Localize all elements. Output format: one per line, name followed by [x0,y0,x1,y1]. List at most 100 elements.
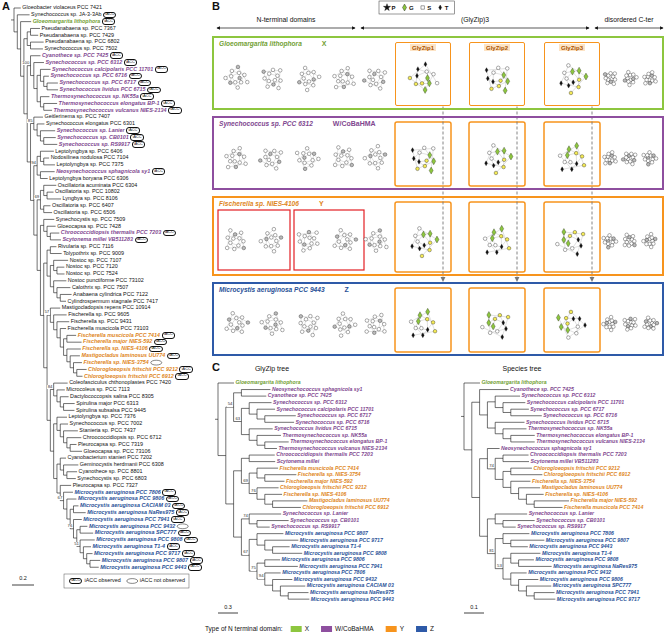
residue [567,64,571,68]
taxon-label: Nodosilinea nodulosa PCC 7104 [51,155,129,160]
residue [315,231,319,235]
taxon-label: Cylindrospermum stagnale PCC 7417 [68,299,159,304]
residue-g [565,152,569,159]
residue [633,239,637,243]
helical-wheel [560,64,588,95]
taxon-label: Microcystis aeruginosa PCC 9808 [304,551,387,556]
residue [312,70,316,74]
taxon-label: Microcystis aeruginosa PCC 9443 [311,597,394,602]
taxon-label: Synechocystis sp. PCC 7509 [56,217,126,222]
iacc-badge: iACC [149,346,162,353]
residue [299,321,303,325]
residue [314,326,318,330]
taxon-label: Microcystis aeruginosa NaRes975 [87,510,174,515]
helical-wheel [623,317,637,331]
taxon-label: Synechococcus lividus PCC 6715 [526,420,609,425]
residue [409,320,413,324]
taxon-label: Gloeomargarita lithophora [481,380,546,385]
legend-swatch [386,626,397,632]
legend-label: iACC observed [84,578,120,583]
taxon-label: Nostoc sp. PCC 7524 [66,271,118,276]
residue [275,239,279,243]
panel-letter: B [212,1,220,12]
residue-g [559,323,563,330]
iacc-badge: iACC [126,127,139,134]
residue [632,321,636,325]
residue [490,87,494,91]
residue [312,78,316,82]
residue [350,163,354,167]
taxon-label: Spirulina major PCC 6313 [76,401,138,406]
residue [309,314,313,318]
taxon-label: Synechococcus sp. PCC 6312 [273,400,347,405]
helical-wheel [603,71,616,85]
taxon-label: Fischerella sp. NIES-4106 [284,492,347,497]
residue [316,316,320,320]
residue-g [429,167,433,174]
residue [279,151,283,155]
residue [372,331,376,335]
taxon-label: Fischerella muscicola PCC 7414 [564,505,643,510]
iacc-badge: iACC [184,537,197,544]
iacc-badge: iACC [178,530,191,537]
residue [648,81,652,85]
residue [340,154,344,158]
residue [303,234,307,238]
residue [239,231,243,235]
iacc-badge: iACC [176,509,189,516]
residue [335,235,339,239]
taxon-label: Synechococcus sp. RS9917 [271,524,340,529]
residue [310,164,314,168]
residue [603,73,607,77]
taxon-label: Anabaena cylindrica PCC 7122 [73,292,148,297]
residue [381,80,385,84]
taxon-label: Neosynechococcus sphagnicola sy1 [56,169,150,174]
residue [236,65,240,69]
taxon-label: Nostoc sp. PCC 7107 [70,258,122,263]
taxon-label: Coleofasciculus chthonoplastes PCC 7420 [69,380,171,385]
residue [631,162,635,166]
residue-t [424,62,427,67]
taxon-label: Microcystis aeruginosa PCC 7806 [282,570,365,575]
residue-t [412,333,415,338]
taxon-label: Microcystis aeruginosa PCC 9807 [285,531,368,536]
taxon-label: Gloeobacter violaceus PCC 7421 [22,5,102,10]
helical-wheel [623,70,638,86]
iacc-badge: iACC [172,503,185,510]
residue [408,76,412,80]
wheel-trace [334,68,353,87]
residue [348,325,352,329]
taxon-label: Synechococcus sp. JA-3-3Ab [31,12,101,17]
taxon-label: Microcystis aeruginosa PCC 9808 [535,557,618,562]
residue [258,159,262,163]
taxon-label: Neosynechococcus sphagnicola sy1 [272,387,363,392]
taxon-label: Microcystis aeruginosa SPC777 [553,583,631,588]
residue [281,328,285,332]
residue-t [495,250,498,255]
taxon-label: Microcystis aeruginosa PCC 9806 [540,577,623,582]
residue [483,237,487,241]
residue [233,80,237,84]
residue [488,151,492,155]
residue-g [562,236,566,243]
taxon-label: Fischerella muscicola PCC 73103 [68,326,149,331]
iacc-badge: iACC [166,496,179,503]
iacc-absent-oval [151,360,162,365]
taxon-label: Microcystis aeruginosa PCC 9432 [528,570,611,575]
residue [238,76,242,80]
residue [414,326,418,330]
taxon-label: Synechococcus calcipolaris PCC 11701 [527,400,624,405]
residue [336,79,340,83]
residue [373,72,377,76]
wheel-trace [560,146,584,170]
residue [645,238,649,242]
residue [372,325,376,329]
taxon-label: Microcystis aeruginosa SPC777 [95,530,177,535]
residue-g [502,72,506,79]
residue-t [485,161,488,166]
helical-wheel [225,229,245,251]
iacc-badge: iACC [179,366,192,373]
residue-g [418,312,422,319]
residue [234,165,238,169]
residue [378,235,382,239]
